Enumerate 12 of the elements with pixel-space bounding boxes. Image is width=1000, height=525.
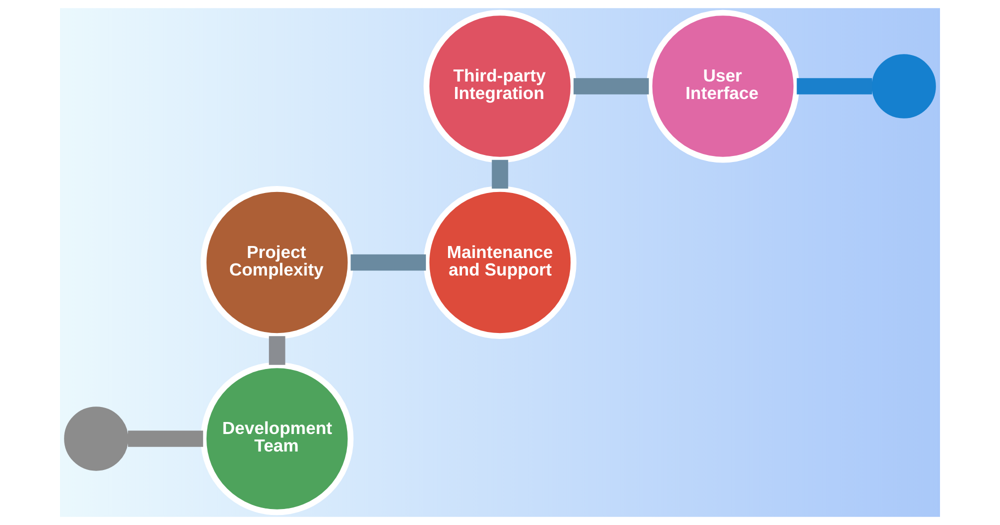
node-circle: Maintenance and Support — [424, 186, 576, 339]
node-circle — [872, 54, 936, 118]
connector — [574, 78, 649, 94]
node-circle: Development Team — [200, 362, 354, 516]
connector — [350, 254, 426, 271]
connector — [796, 78, 872, 94]
node-circle — [64, 406, 128, 471]
node-circle: Project Complexity — [200, 186, 354, 339]
connector — [268, 336, 286, 365]
node-circle: User Interface — [646, 10, 800, 163]
connector — [128, 430, 204, 447]
node-circle: Third-party Integration — [424, 10, 576, 163]
